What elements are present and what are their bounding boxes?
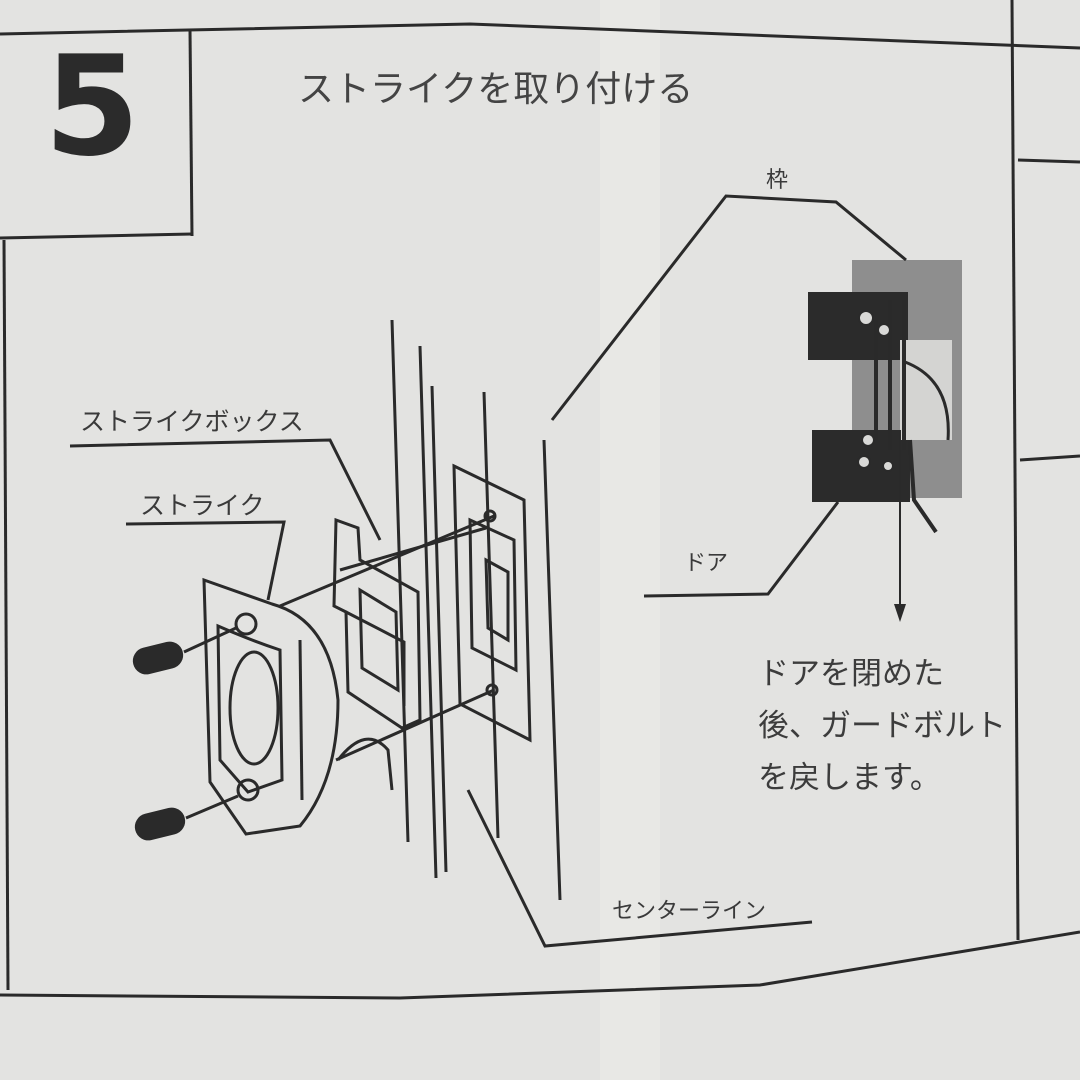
frame-upper-block (808, 292, 908, 360)
label-frame: 枠 (766, 168, 789, 193)
label-door: ドア (684, 551, 729, 576)
strike-screw-holes (234, 509, 499, 802)
latch-curve (904, 360, 950, 441)
note-line-1: ドアを閉めた (758, 656, 944, 692)
screw-bottom (134, 807, 186, 841)
cross-section-detail (808, 260, 962, 622)
door-leader (643, 501, 840, 598)
leader-lines (69, 194, 907, 948)
screw-top (132, 641, 184, 675)
step-title: ストライクを取り付ける (298, 69, 694, 110)
strike-latch-hole (228, 650, 280, 766)
strike-cavity (900, 340, 952, 440)
center-line-leader (466, 789, 813, 948)
label-center-line: センターライン (612, 899, 767, 924)
mortise-plate (452, 463, 532, 743)
door-screws (857, 310, 894, 472)
note-line-2: 後、ガードボルト (758, 708, 1006, 744)
paper-fold-shade (600, 0, 660, 1080)
frame-leader (550, 194, 907, 421)
strike-box (332, 517, 422, 730)
strike-leader (125, 520, 286, 601)
strike-box-leader (69, 438, 382, 541)
screws (132, 626, 239, 841)
step-number: 5 (44, 26, 141, 187)
label-strike: ストライク (140, 491, 265, 520)
latch-bolt (874, 300, 938, 534)
table-grid (0, 0, 1080, 1000)
guard-bolt-note: ドアを閉めた 後、ガードボルト を戻します。 (758, 648, 1006, 804)
center-arrow-head (894, 604, 906, 622)
label-strike-box: ストライクボックス (80, 407, 304, 436)
strike-plate (202, 577, 340, 836)
note-line-3: を戻します。 (758, 760, 941, 796)
strike-assembly (202, 319, 562, 901)
